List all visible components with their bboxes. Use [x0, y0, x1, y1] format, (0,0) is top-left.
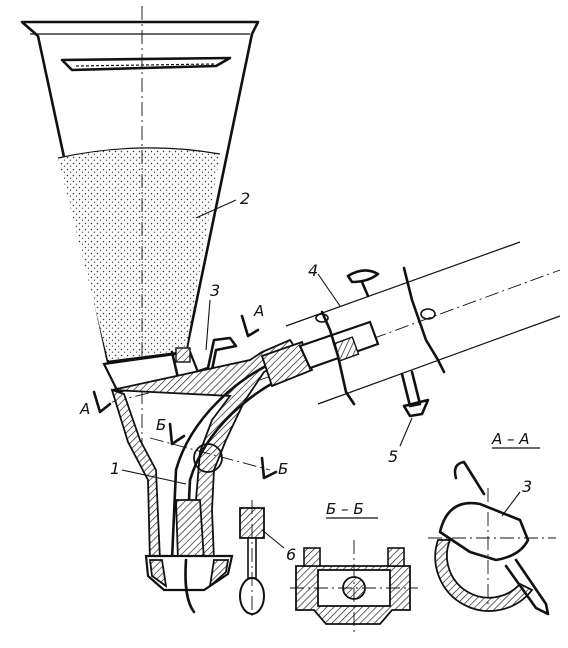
callout-1: 1: [110, 459, 120, 478]
sieve-mesh: [75, 63, 215, 67]
callout-2: 2: [240, 189, 250, 208]
air-tube: [259, 241, 561, 418]
section-mark-a-right: А: [253, 302, 264, 320]
leader-4: [317, 273, 341, 307]
section-a-view: [428, 460, 556, 616]
callout-4: 4: [308, 261, 318, 280]
thumb-screw-stem: [360, 280, 370, 298]
hopper: [20, 6, 260, 470]
arrow-b-right: [260, 456, 278, 480]
section-b-lug-left: [303, 547, 321, 567]
section-a-flap: [438, 501, 530, 562]
leader-6: [261, 529, 285, 549]
clamp-1: [320, 310, 356, 406]
section-b-line: [149, 437, 271, 471]
section-b-lug-right: [387, 547, 405, 567]
leader-1: [121, 469, 187, 485]
arrow-a-left: [92, 390, 112, 414]
section-mark-a-left: А: [79, 400, 90, 418]
leaders: [121, 199, 521, 549]
powder-level-line: [57, 147, 221, 159]
section-b-ring: [193, 443, 223, 473]
callout-3: 3: [210, 281, 220, 300]
section-mark-b-left: Б: [156, 416, 166, 434]
leader-3a: [501, 491, 521, 517]
arrow-a-right: [240, 314, 260, 338]
tube-coupling: [260, 340, 314, 388]
nozzle-tip: [175, 499, 205, 561]
section-a-tail: [504, 558, 550, 616]
section-a-callout: 3: [522, 477, 532, 496]
drain-stem: [400, 370, 422, 408]
leader-2: [195, 199, 237, 219]
sleeve-top-edge: [285, 241, 521, 327]
hopper-powder: [58, 147, 220, 360]
section-a-title: А – А: [491, 430, 530, 448]
sleeve-hatch-left: [148, 559, 168, 588]
sleeve-hatch-right: [208, 559, 230, 589]
arrow-b-left: [168, 422, 186, 446]
valve-block: [175, 347, 191, 363]
electrode-wire: [184, 558, 196, 614]
hopper-sieve: [60, 56, 232, 72]
section-arrows: [92, 314, 278, 480]
section-b-title: Б – Б: [326, 500, 364, 518]
clamp-2: [402, 266, 446, 374]
thumb-screw: [346, 269, 380, 284]
clamp-1-bolt: [315, 313, 329, 323]
leader-5: [399, 417, 413, 447]
callout-5: 5: [388, 447, 398, 466]
callout-6: 6: [286, 545, 296, 564]
section-a-ring: [434, 539, 534, 612]
drain-valve: [402, 398, 430, 418]
leader-3: [205, 299, 211, 351]
section-a-handle: [453, 460, 486, 496]
clamp-2-bolt: [420, 308, 436, 320]
section-mark-b-right: Б: [278, 460, 288, 478]
electrode-plug: [239, 500, 265, 620]
section-b-view: [290, 540, 418, 636]
